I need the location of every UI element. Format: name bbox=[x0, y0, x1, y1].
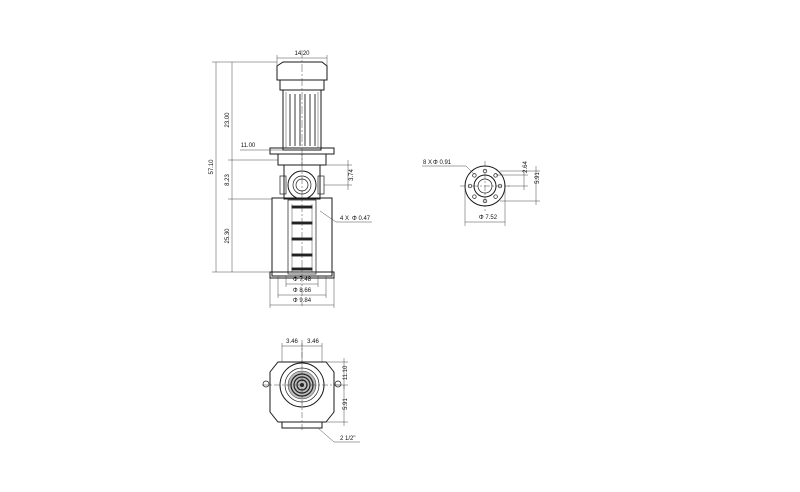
base-bolt-size: Φ 0.47 bbox=[352, 216, 371, 222]
side-view bbox=[269, 50, 335, 306]
motor-width-label: 14.20 bbox=[294, 51, 310, 57]
flange-dimensions: 8 X Φ 0.91 2.64 5.91 Φ 7.52 bbox=[422, 160, 541, 226]
port-flange bbox=[287, 170, 317, 200]
top-left-half-label: 3.46 bbox=[286, 339, 298, 345]
flange-bolt-note: 8 X bbox=[423, 160, 432, 166]
diameter-2-label: Φ 8.66 bbox=[293, 288, 312, 294]
pump-barrel bbox=[271, 197, 333, 277]
base-bolt-note: 4 X bbox=[340, 216, 349, 222]
flange-height-label: 3.74 bbox=[349, 169, 355, 181]
top-lower-height-label: 5.91 bbox=[343, 398, 349, 410]
diameter-3-label: Φ 9.84 bbox=[293, 298, 312, 304]
motor-height-label: 23.00 bbox=[225, 112, 231, 128]
top-dimensions: 3.46 3.46 11.10 5.91 2 1/2" bbox=[281, 339, 360, 443]
pump-height-label: 25.30 bbox=[225, 228, 231, 244]
motor-fins bbox=[285, 92, 319, 148]
pipe-size-label: 2 1/2" bbox=[340, 436, 355, 442]
flange-dim-a-label: 2.64 bbox=[523, 161, 529, 173]
offset-label: 11.00 bbox=[241, 143, 256, 149]
flange-dim-b-label: 5.91 bbox=[535, 172, 541, 184]
overall-height-label: 57.10 bbox=[209, 159, 215, 175]
flange-diameter-label: Φ 7.52 bbox=[479, 215, 498, 221]
top-right-half-label: 3.46 bbox=[307, 339, 319, 345]
middle-height-label: 8.23 bbox=[225, 174, 231, 186]
side-dimensions: 14.20 57.10 23.00 8.23 25.30 11.00 3.74 … bbox=[209, 51, 372, 308]
top-upper-height-label: 11.10 bbox=[343, 365, 349, 380]
flange-view bbox=[460, 161, 510, 211]
diameter-1-label: Φ 7.48 bbox=[293, 277, 312, 283]
flange-bolt-size: Φ 0.91 bbox=[433, 160, 452, 166]
